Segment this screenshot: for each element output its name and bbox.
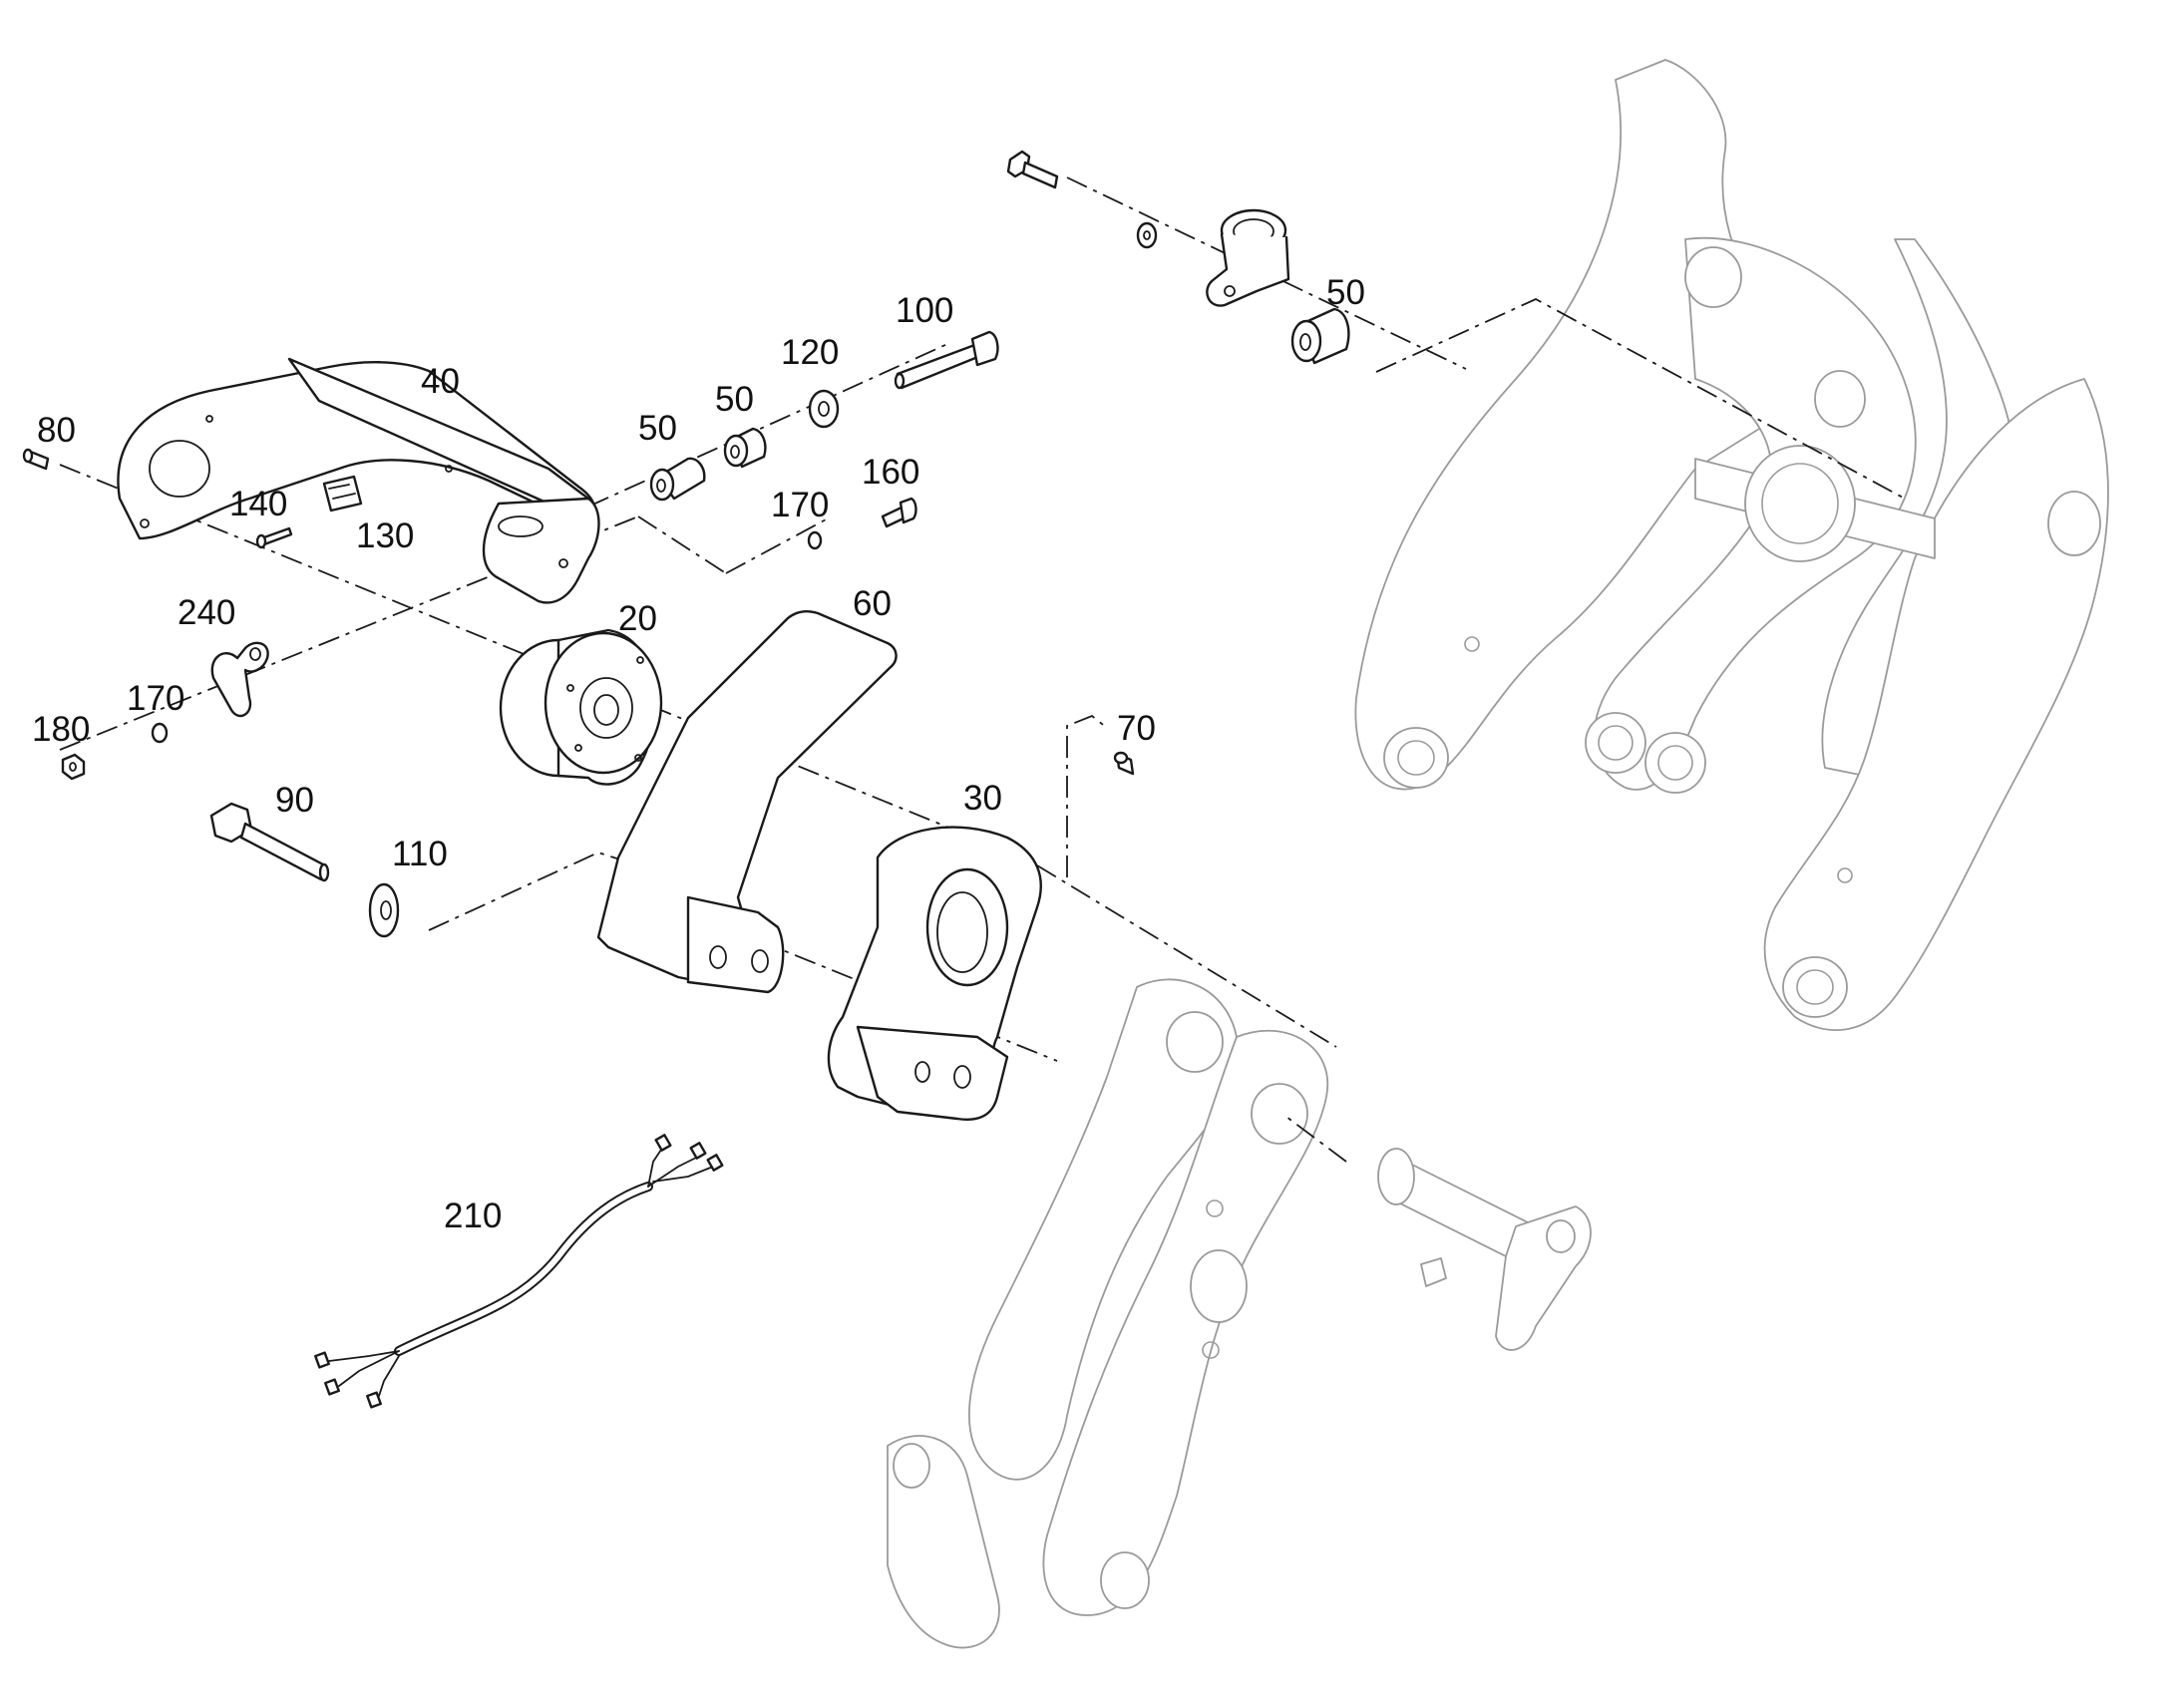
part-160-screw [881, 497, 917, 528]
callout-20: 20 [618, 599, 657, 638]
callout-30: 30 [963, 779, 1002, 818]
part-20-sensor [499, 628, 663, 786]
part-50-bushing-a [649, 457, 706, 502]
part-60-cover [596, 609, 898, 994]
part-170-washer-lower [151, 722, 169, 744]
callout-40: 40 [421, 362, 460, 401]
loader-frame-ghost [1354, 59, 2109, 1032]
callout-160: 160 [862, 453, 919, 492]
callout-50-middle: 50 [715, 380, 754, 419]
callout-50-left: 50 [638, 409, 677, 448]
part-110-washer [368, 882, 400, 938]
callout-50-upper: 50 [1326, 273, 1365, 312]
callout-90: 90 [275, 781, 314, 820]
callouts: 20 30 40 50 50 50 60 70 80 90 100 110 12… [32, 273, 1365, 1235]
part-90-bolt [209, 802, 330, 882]
upper-bolt [1006, 150, 1059, 189]
callout-240: 240 [178, 593, 235, 632]
part-170-washer-upper [807, 530, 823, 550]
part-50-bushing-c [1290, 307, 1350, 365]
callout-140: 140 [229, 485, 287, 523]
callout-180: 180 [32, 710, 90, 749]
part-30-housing [827, 826, 1042, 1121]
part-80-screw [22, 448, 50, 471]
callout-100: 100 [896, 291, 953, 330]
callout-120: 120 [781, 333, 839, 372]
callout-60: 60 [853, 584, 892, 623]
part-40-bracket [117, 357, 600, 604]
callout-210: 210 [444, 1196, 502, 1235]
part-70-screw [1113, 751, 1135, 776]
callout-110: 110 [392, 835, 448, 873]
callout-170-lower: 170 [127, 679, 184, 718]
part-140-screw [255, 526, 293, 549]
callout-170-upper: 170 [771, 486, 829, 524]
part-210-harness [314, 1134, 724, 1409]
callout-130: 130 [356, 516, 414, 555]
part-100-bolt [894, 330, 999, 390]
upper-washer [1136, 221, 1158, 249]
part-240-clamp [210, 641, 269, 718]
lift-linkage-ghost [887, 978, 1592, 1649]
callout-80: 80 [37, 411, 76, 450]
upper-clamp [1206, 208, 1290, 307]
callout-70: 70 [1117, 709, 1156, 748]
part-180-nut [61, 753, 86, 781]
part-120-washer [808, 389, 840, 429]
part-50-bushing-b [723, 427, 767, 469]
